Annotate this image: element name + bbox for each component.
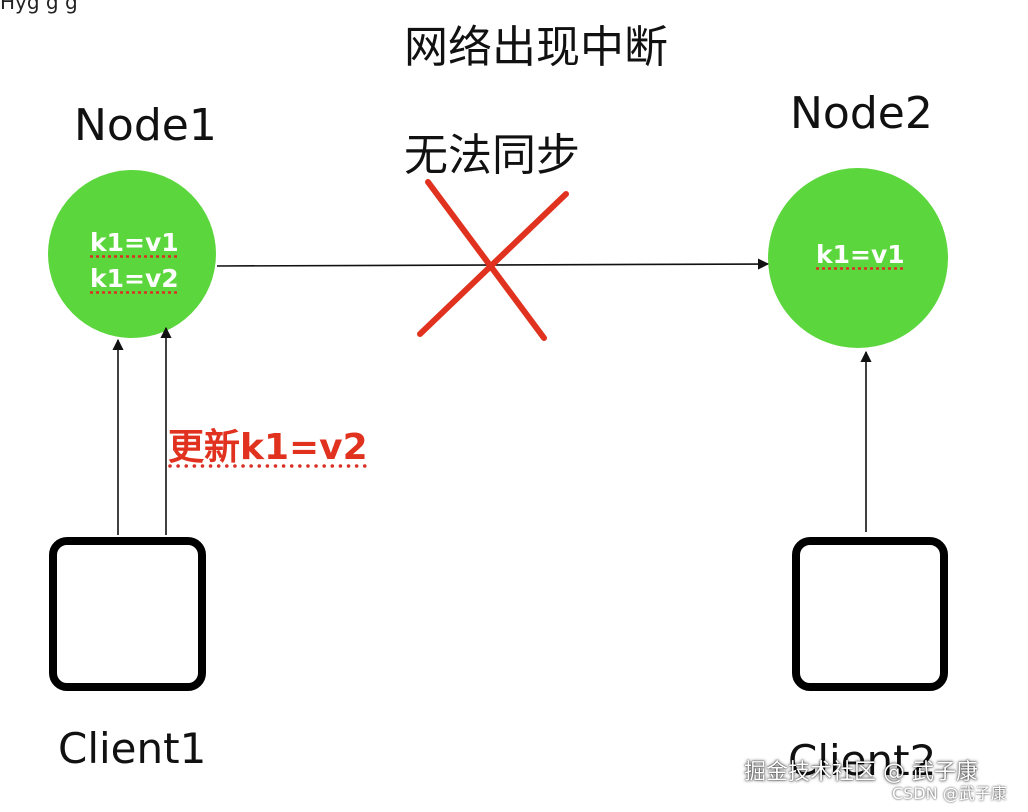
- node2-circle: [768, 168, 948, 348]
- client1-label: Client1: [58, 724, 207, 773]
- diagram-title: 网络出现中断: [404, 22, 668, 73]
- watermark-csdn: CSDN @武子康: [892, 784, 1007, 803]
- watermark-main: 掘金技术社区 @ 武子康: [744, 760, 978, 785]
- node2-value-1: k1=v1: [816, 240, 905, 269]
- top-cut-text: Hyg g g: [0, 0, 78, 14]
- node1-circle: [48, 170, 216, 338]
- client2-box: [792, 537, 948, 691]
- node1-value-1: k1=v1: [90, 228, 179, 257]
- node2-label: Node2: [790, 88, 933, 139]
- client2-label: Client2: [788, 736, 937, 785]
- update-label: 更新k1=v2: [168, 427, 368, 468]
- client1-box: [49, 537, 206, 691]
- sync-failed-cross-icon: [417, 179, 569, 341]
- node1-label: Node1: [74, 100, 217, 151]
- sync-status-label: 无法同步: [404, 130, 580, 181]
- node1-value-2: k1=v2: [90, 264, 179, 293]
